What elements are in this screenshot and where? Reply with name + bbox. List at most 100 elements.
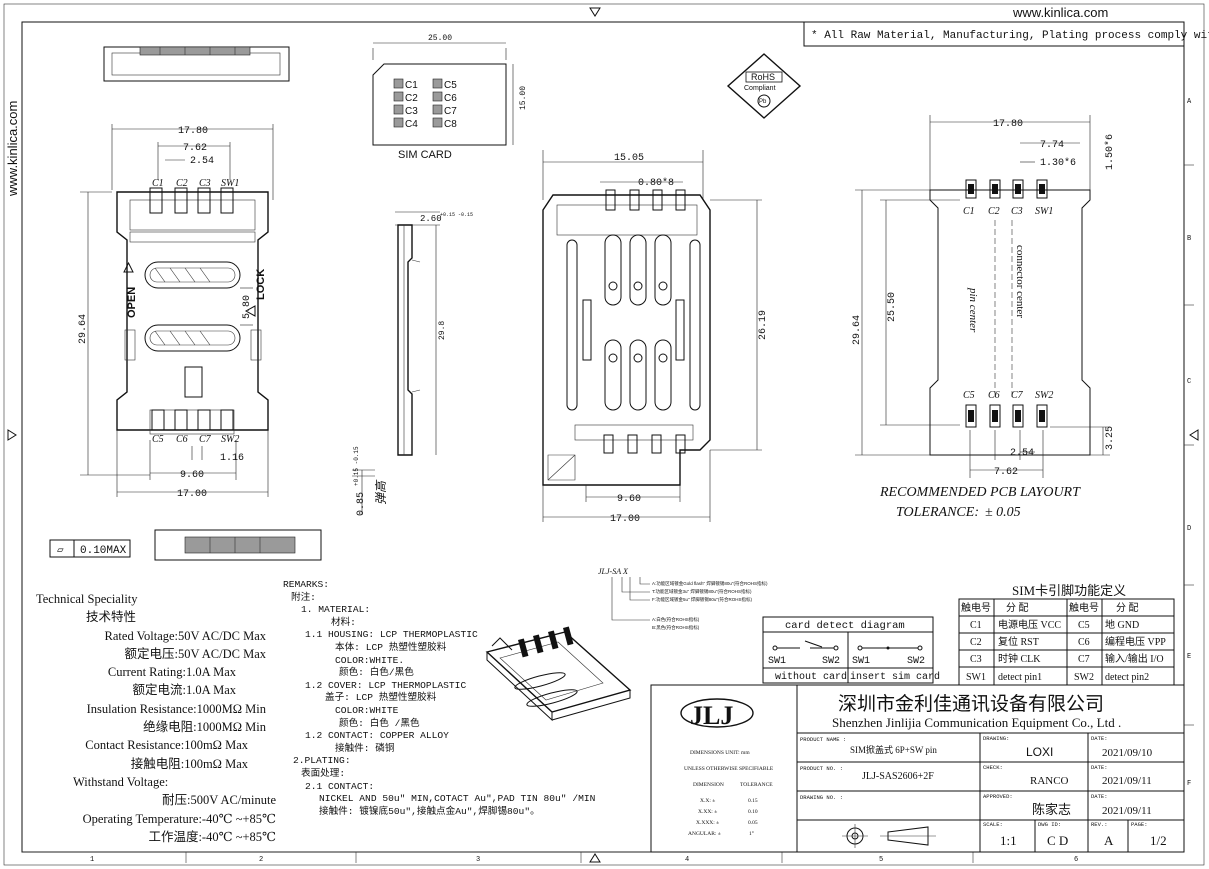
pin-table-cell: C6 xyxy=(1078,637,1090,648)
remark-line: 本体: LCP 热塑性塑胶料 xyxy=(335,641,447,653)
pin-table-header-0: 触电号 xyxy=(961,601,991,614)
top-pin-sw1: SW1 xyxy=(221,178,239,189)
lock-arrow-icon xyxy=(244,305,256,317)
pcb-foot-dim: 3.25 xyxy=(1105,426,1116,450)
spec-line: Contact Resistance:100mΩ Max xyxy=(85,738,248,753)
open-label: OPEN xyxy=(126,287,138,318)
scale-label: SCALE: xyxy=(983,821,1003,828)
dwg-label: DWG ID: xyxy=(1038,821,1061,828)
side-height-dim: 29.8 xyxy=(438,321,447,340)
pcb-pin-c7: C7 xyxy=(1011,390,1024,401)
rohs-badge-sub: Compliant xyxy=(744,85,776,92)
pin-table-cell: 编程电压 VPP xyxy=(1105,635,1166,648)
pcb-inner-dim: 25.50 xyxy=(887,292,898,322)
pcb-pin-sw1: SW1 xyxy=(1035,206,1053,217)
bottom-pin-c7: C7 xyxy=(199,434,212,445)
pin-table-title: SIM卡引脚功能定义 xyxy=(1012,583,1126,598)
remark-line: REMARKS: xyxy=(283,579,330,590)
spec-line: Withstand Voltage: xyxy=(73,774,169,789)
pcb-tolerance-value: ± 0.05 xyxy=(985,505,1021,520)
pcb-pads-top xyxy=(965,179,1048,199)
tol-row-value: 0.10 xyxy=(748,809,758,815)
top-pitch-a-dim: 7.62 xyxy=(183,143,207,154)
date-label: DATE: xyxy=(1091,735,1108,742)
part-code-option-a: A:功能区域镀金Gold flash" 焊脚镀锡80u"(符合ROHS指标) xyxy=(652,580,768,587)
remark-line: 接触件: 磷铜 xyxy=(335,742,395,754)
pin-table-header-1: 分 配 xyxy=(1006,602,1029,614)
projection-symbol-icon xyxy=(842,824,936,848)
company-name-en: Shenzhen Jinlijia Communication Equipmen… xyxy=(832,715,1121,730)
top-edge-view xyxy=(103,46,290,82)
date-label: DATE: xyxy=(1091,793,1108,800)
pin-table-header-3: 分 配 xyxy=(1116,602,1139,614)
pin-table-cell: C2 xyxy=(970,637,982,648)
front-height-dim: 26.19 xyxy=(758,310,769,340)
tol-row-value: 0.05 xyxy=(748,820,758,826)
front-contacts-top xyxy=(604,234,672,306)
pcb-b-dim: 1.30*6 xyxy=(1040,157,1076,169)
spec-title-en: Technical Speciality xyxy=(36,592,138,606)
remark-line: NICKEL AND 50u" MIN,COTACT Au",PAD TIN 8… xyxy=(319,793,596,805)
part-code-legend: JLJ-SA X A:功能区域镀金Gold flash" 焊脚镀锡80u"(符合… xyxy=(598,567,768,631)
product-name-label: PRODUCT NAME : xyxy=(800,736,846,743)
approved-by: 陈家志 xyxy=(1032,802,1071,817)
check-label: CHECK: xyxy=(983,764,1003,771)
pin-table-cell: C5 xyxy=(1078,620,1090,631)
open-arrow-icon xyxy=(123,261,134,273)
card-detect-diagram: card detect diagram SW1 SW2 without card… xyxy=(762,616,940,684)
spec-line: Current Rating:1.0A Max xyxy=(107,665,236,680)
center-arrow-left-icon xyxy=(7,429,17,441)
part-code-label: JLJ-SA X xyxy=(598,567,629,576)
side-bottom-dim: 0.85 xyxy=(356,492,367,516)
grid-row-a: A xyxy=(1187,98,1192,106)
flatness-value: 0.10MAX xyxy=(80,545,127,557)
bottom-pin-c5: C5 xyxy=(152,434,164,445)
approved-date: 2021/09/11 xyxy=(1102,805,1152,817)
sim-width-dim: 25.00 xyxy=(428,34,452,43)
website-url[interactable]: www.kinlica.com xyxy=(1012,5,1108,20)
top-pitch-b-dim: 2.54 xyxy=(190,156,214,167)
pin-function-table: SIM卡引脚功能定义 触电号 分 配 触电号 分 配 C1 电源电压 VCC C… xyxy=(958,583,1175,686)
remark-line: 颜色: 白色 /黑色 xyxy=(339,717,420,729)
grid-row-c: C xyxy=(1187,378,1191,386)
lead-free-icon: Pb xyxy=(759,99,767,105)
pcb-pin-c5: C5 xyxy=(963,390,975,401)
side-website-url[interactable]: www.kinlica.com xyxy=(5,101,20,197)
spec-line: 接触电阻:100mΩ Max xyxy=(130,756,248,771)
drawing-date: 2021/09/10 xyxy=(1102,747,1153,759)
foot-dim: 1.16 xyxy=(220,453,244,464)
grid-rows: A B C D E F xyxy=(1184,98,1194,788)
unless-note: UNLESS OTHERWISE SPECIFIABLE xyxy=(684,766,774,772)
remark-line: 1.2 COVER: LCP THERMOPLASTIC xyxy=(305,679,467,691)
sim-card-drawing: 25.00 15.00 C1 C5 C2 C6 C3 C7 C4 C8 SIM … xyxy=(372,34,528,161)
sim-contact-grid: C1 C5 C2 C6 C3 C7 C4 C8 xyxy=(393,78,457,130)
pin-table-cell: 时钟 CLK xyxy=(998,652,1041,665)
spec-line: 额定电流:1.0A Max xyxy=(132,683,236,698)
card-detect-insert: insert sim card xyxy=(850,671,940,683)
remark-line: COLOR:WHITE xyxy=(335,704,399,716)
tol-row-value: 1° xyxy=(749,830,754,837)
bottom-b-dim: 17.00 xyxy=(177,489,207,500)
pcb-pin-c3: C3 xyxy=(1011,206,1023,217)
front-width-dim: 15.05 xyxy=(614,153,644,164)
pcb-width-dim: 17.80 xyxy=(993,119,1023,130)
remark-line: 2.1 CONTACT: xyxy=(305,780,375,792)
tol-row-label: ANGULAR: ± xyxy=(688,831,721,837)
pin-table-cell: 复位 RST xyxy=(998,635,1039,648)
part-code-color-a: A:白色(符合ROHS指标) xyxy=(652,616,700,623)
product-no: JLJ-SAS2606+2F xyxy=(862,771,934,782)
pin-table-cell: 输入/输出 I/O xyxy=(1105,652,1164,665)
top-width-dim: 17.80 xyxy=(178,126,208,137)
spec-line: 工作温度:-40℃ ~+85℃ xyxy=(148,829,276,844)
pcb-height-dim: 29.64 xyxy=(852,315,863,345)
sim-card-label: SIM CARD xyxy=(398,149,452,161)
dimensions-unit: DIMENSIONS UNIT: mm xyxy=(690,750,750,756)
tol-row-label: X.X: ± xyxy=(700,798,715,804)
pcb-c-dim: 1.50*6 xyxy=(1104,134,1116,170)
grid-col-2: 2 xyxy=(259,856,263,864)
dwg-value: C D xyxy=(1047,833,1068,848)
front-pitch-dim: 0.80*8 xyxy=(638,177,674,189)
product-name: SIM掀盖式 6P+SW pin xyxy=(850,744,937,755)
side-bottom-tol: +0.15 -0.15 xyxy=(353,446,360,486)
pcb-tolerance-label: TOLERANCE: xyxy=(896,505,979,520)
